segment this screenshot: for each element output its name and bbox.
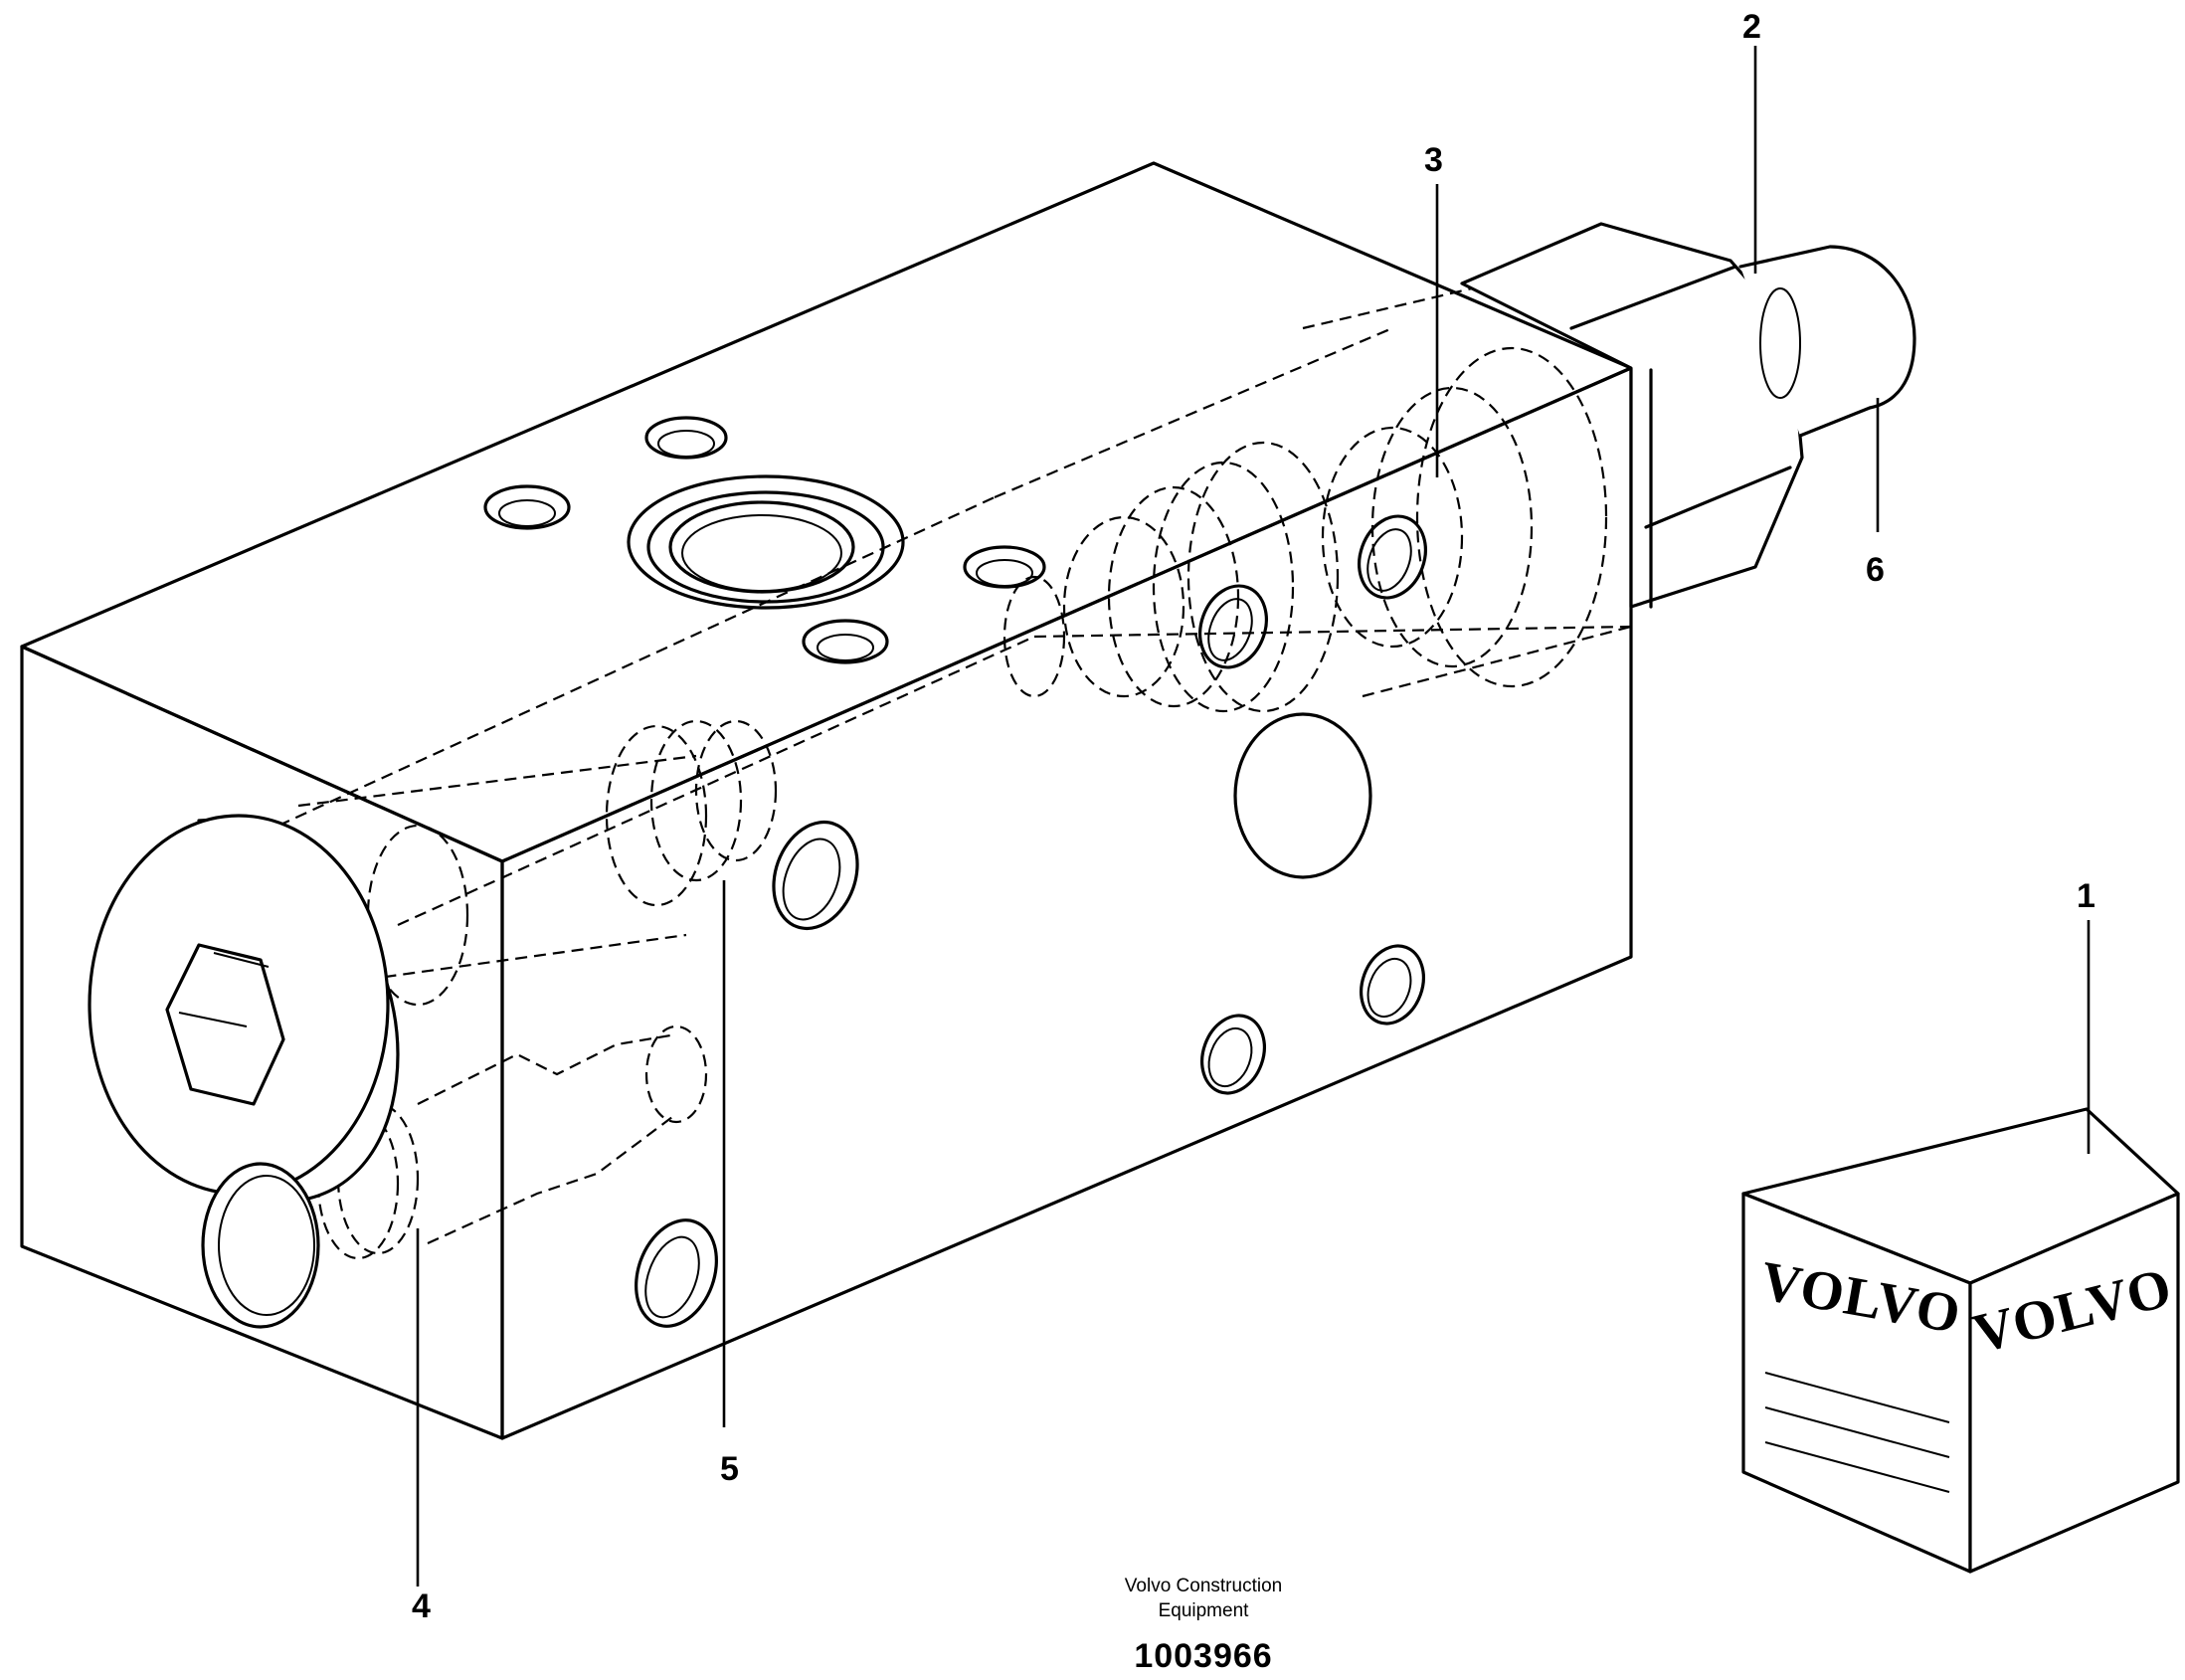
block-side-face	[500, 366, 1633, 1440]
main-port-seal	[627, 474, 905, 610]
seal-kit-box: VOLVO VOLVO	[1741, 1107, 2180, 1574]
callout-1: 1	[2077, 877, 2095, 915]
valve-block	[20, 161, 1916, 1440]
callout-4: 4	[412, 1587, 431, 1625]
drawing-number: 1003966	[1134, 1637, 1273, 1675]
front-plug	[88, 814, 400, 1201]
callout-2: 2	[1742, 8, 1761, 46]
company-name: Volvo Construction Equipment	[1124, 1576, 1283, 1621]
top-ports	[483, 416, 1046, 664]
callout-3: 3	[1424, 141, 1443, 179]
kit-box-label-lines	[1764, 1372, 1950, 1493]
callout-6: 6	[1866, 551, 1885, 589]
lower-plug	[201, 1162, 320, 1329]
drawing-footer: Volvo Construction Equipment 1003966	[1014, 1574, 1392, 1676]
leader-lines	[416, 46, 2091, 1587]
end-cap-nut	[1460, 222, 1916, 609]
callout-5: 5	[720, 1450, 739, 1488]
side-ports	[635, 514, 1427, 1328]
hidden-spool-bores	[277, 286, 1632, 1260]
callout-numbers: 1 2 3 4 5 6	[412, 8, 2095, 1625]
block-top-face	[20, 161, 1633, 863]
